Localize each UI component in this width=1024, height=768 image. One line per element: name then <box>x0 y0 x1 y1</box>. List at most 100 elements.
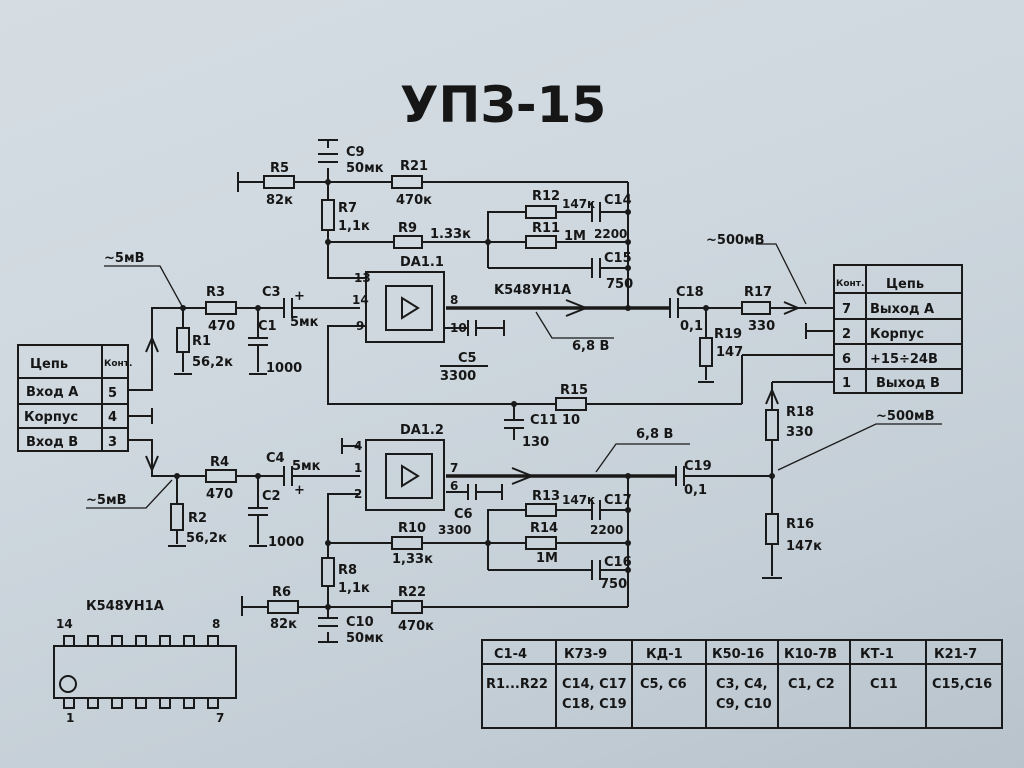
label-r18: R18 <box>786 405 814 420</box>
label-r4: R4 <box>210 455 229 470</box>
pinout-pin-8: 8 <box>212 617 220 631</box>
bom-header: КТ-1 <box>860 647 894 662</box>
signal-in-b: ~5мВ <box>86 493 126 508</box>
label-r6: R6 <box>272 585 291 600</box>
label-r19: R19 <box>714 327 742 342</box>
chip-pin-bottom <box>111 697 123 709</box>
value-r6: 82к <box>270 617 297 632</box>
label-r17: R17 <box>744 285 772 300</box>
label-c11: C11 <box>530 413 558 428</box>
value-r11: 1М <box>564 229 586 244</box>
resistor-bodies <box>170 175 779 614</box>
label-c15: C15 <box>604 251 632 266</box>
label-r2: R2 <box>188 511 207 526</box>
chip-pin-bottom <box>63 697 75 709</box>
value-c9: 50мк <box>346 161 384 176</box>
label-r7: R7 <box>338 201 357 216</box>
pin-13: 13 <box>354 271 371 285</box>
label-da1-2: DA1.2 <box>400 423 444 438</box>
label-da1-1: DA1.1 <box>400 255 444 270</box>
opamp-da1-2 <box>365 439 445 511</box>
right-table-row-pin: 6 <box>842 352 851 367</box>
label-r10: R10 <box>398 521 426 536</box>
pin-6: 6 <box>450 479 458 493</box>
chip-pin-top <box>207 635 219 647</box>
value-r22: 470к <box>398 619 434 634</box>
label-r13: R13 <box>532 489 560 504</box>
signal-in-a: ~5мВ <box>104 251 144 266</box>
value-c14: 2200 <box>594 227 627 241</box>
bom-header: С1-4 <box>494 647 527 662</box>
value-r2: 56,2к <box>186 531 227 546</box>
value-c11: 130 <box>522 435 549 450</box>
value-r9: 1.33к <box>430 227 471 242</box>
left-table-row-name: Вход А <box>26 385 78 400</box>
label-r3: R3 <box>206 285 225 300</box>
parts-table: С1-4 К73-9 КД-1 К50-16 К10-7В КТ-1 К21-7… <box>481 639 1003 729</box>
voltage-lower: 6,8 В <box>636 427 673 442</box>
input-connector-table: Цепь Конт. Вход А 5 Корпус 4 Вход В 3 <box>17 344 132 452</box>
chip-pin-bottom <box>135 697 147 709</box>
bom-header: К21-7 <box>934 647 977 662</box>
chip-pin-top <box>159 635 171 647</box>
value-r7: 1,1к <box>338 219 370 234</box>
value-r17: 330 <box>748 319 775 334</box>
bom-cell: C9, C10 <box>716 697 772 712</box>
label-r8: R8 <box>338 563 357 578</box>
chip-pin-bottom <box>183 697 195 709</box>
opamp-da1-1 <box>360 271 446 343</box>
value-r1: 56,2к <box>192 355 233 370</box>
value-c5: 3300 <box>440 369 476 384</box>
value-r13: 147к <box>562 493 595 507</box>
value-c16: 750 <box>600 577 627 592</box>
right-table-row-name: +15÷24В <box>870 352 938 367</box>
pin-14: 14 <box>352 293 369 307</box>
chip-pin-top <box>111 635 123 647</box>
chip-pin-top <box>183 635 195 647</box>
output-connector-table: Конт. Цепь 7 Выход А 2 Корпус 6 +15÷24В … <box>833 264 963 394</box>
label-c10: C10 <box>346 615 374 630</box>
bom-header: КД-1 <box>646 647 683 662</box>
component-labels: R3 470 R1 56,2к C1 1000 C3 5мк + R5 82к … <box>86 145 935 646</box>
bom-cell: C1, C2 <box>788 677 835 692</box>
plus-sign: + <box>294 483 305 498</box>
right-table-header-contact: Конт. <box>836 279 864 289</box>
pin-10: 10 <box>450 321 467 335</box>
value-r10: 1,33к <box>392 552 433 567</box>
label-c5: C5 <box>458 351 477 366</box>
label-c19: C19 <box>684 459 712 474</box>
plus-sign: + <box>294 289 305 304</box>
value-c1: 1000 <box>266 361 302 376</box>
value-r21: 470к <box>396 193 432 208</box>
left-table-header-circuit: Цепь <box>30 357 68 372</box>
label-r16: R16 <box>786 517 814 532</box>
value-c17: 2200 <box>590 523 623 537</box>
signal-out-b: ~500мВ <box>876 409 935 424</box>
value-r15: 10 <box>562 413 580 428</box>
left-table-row-name: Корпус <box>24 410 78 425</box>
value-c10: 50мк <box>346 631 384 646</box>
label-c1: C1 <box>258 319 277 334</box>
right-table-row-name: Выход А <box>870 302 934 317</box>
bom-cell: R1...R22 <box>486 677 548 692</box>
bom-cell: C3, C4, <box>716 677 768 692</box>
label-c16: C16 <box>604 555 632 570</box>
left-table-row-pin: 3 <box>108 435 117 450</box>
pinout-title: К548УН1А <box>86 599 164 614</box>
value-r18: 330 <box>786 425 813 440</box>
value-c2: 1000 <box>268 535 304 550</box>
voltage-upper: 6,8 В <box>572 339 609 354</box>
label-r11: R11 <box>532 221 560 236</box>
label-c6: C6 <box>454 507 473 522</box>
pin-9: 9 <box>356 319 364 333</box>
left-table-row-pin: 4 <box>108 410 117 425</box>
chip-pinout: К548УН1А 14 8 1 7 <box>53 599 237 725</box>
left-table-row-pin: 5 <box>108 386 117 401</box>
pin-1: 1 <box>354 461 362 475</box>
left-table-row-name: Вход В <box>26 435 78 450</box>
right-table-row-pin: 2 <box>842 327 851 342</box>
chip-pin-top <box>135 635 147 647</box>
value-c3: 5мк <box>290 315 319 330</box>
